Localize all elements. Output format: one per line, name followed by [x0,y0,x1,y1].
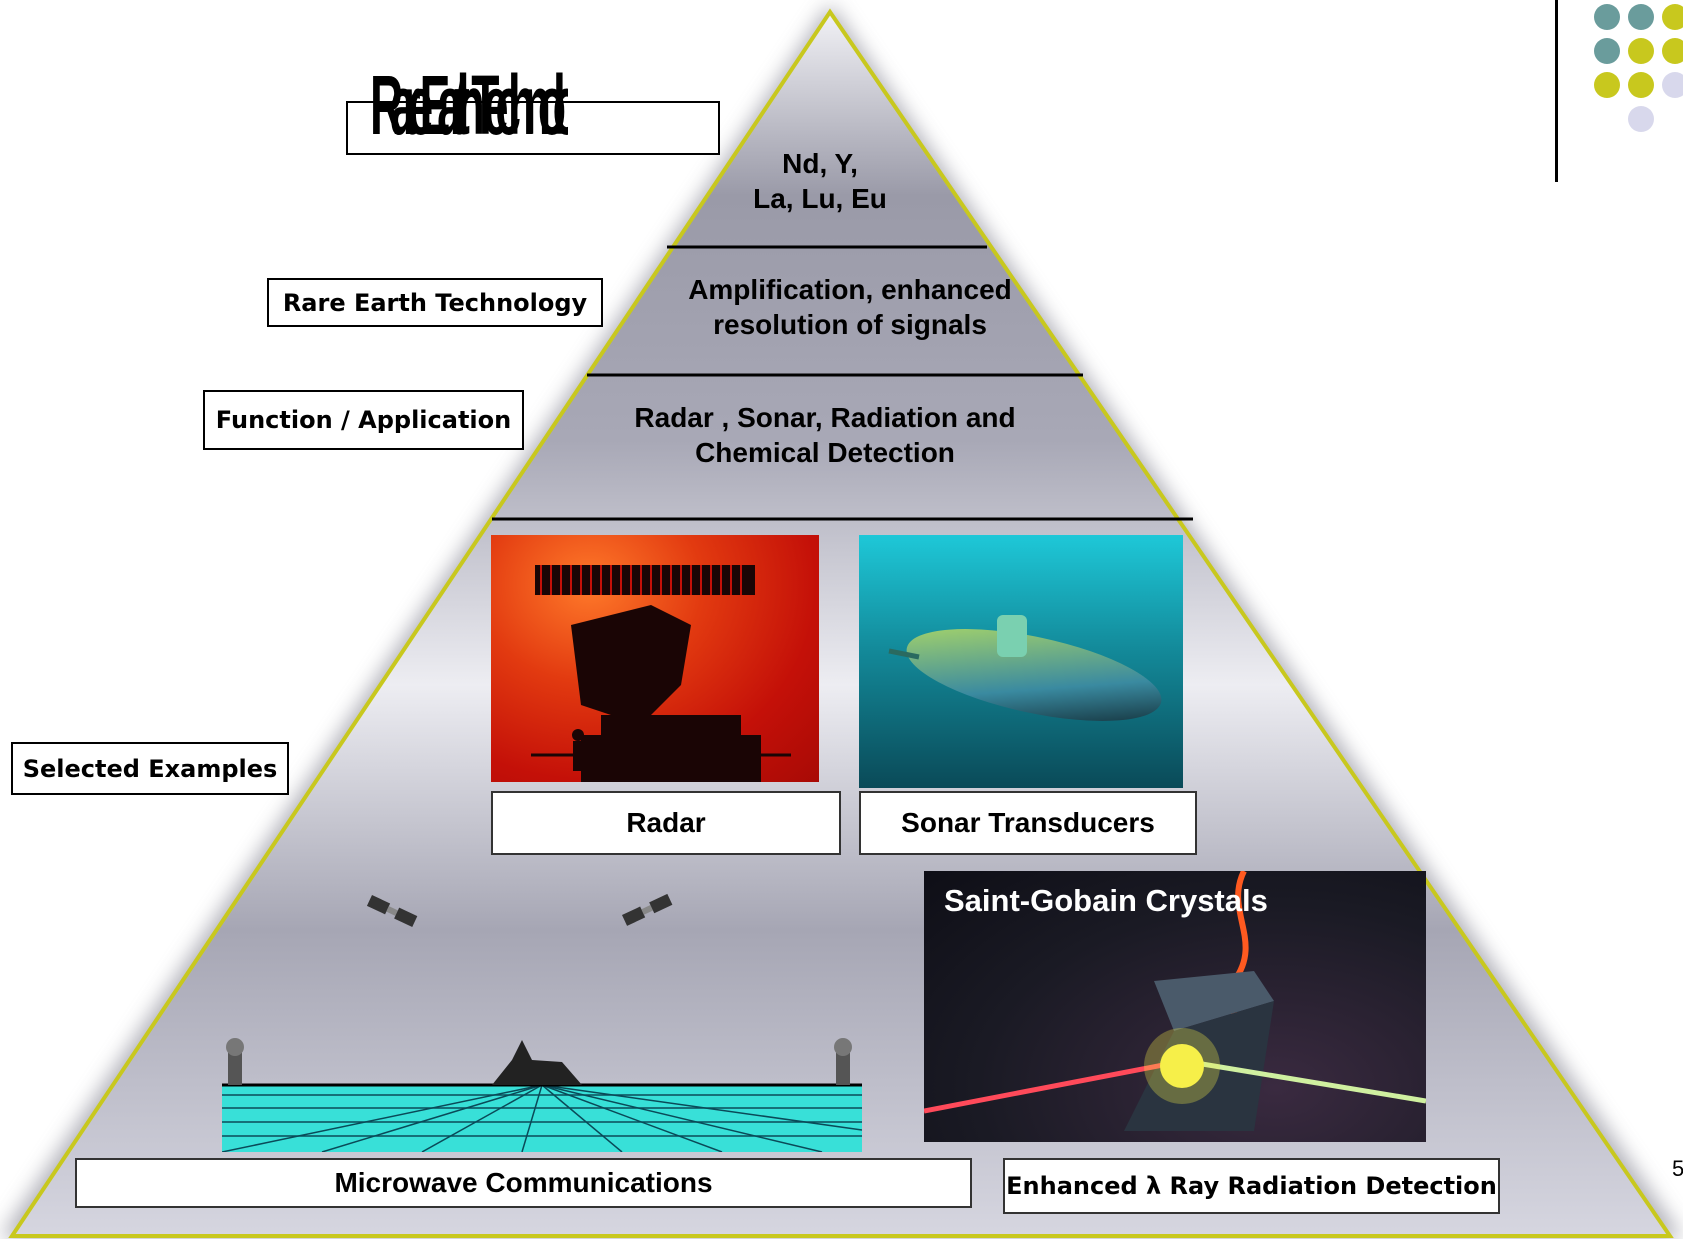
ship-icon [492,1040,582,1085]
selected-examples-label: Selected Examples [11,742,289,795]
sonar-image [859,535,1183,788]
dot-olive-1 [1662,4,1683,30]
radar-caption: Radar [491,791,841,855]
tier-1-text: Nd, Y, La, Lu, Eu [753,148,887,214]
function-application-label: Function / Application [203,390,524,450]
dot-teal-1 [1594,4,1620,30]
satellite-icon-1 [366,895,418,928]
satellite-icon-2 [622,893,673,926]
dot-lavender-2 [1628,106,1654,132]
crystal-icon [924,871,1426,1131]
dot-olive-5 [1628,72,1654,98]
submarine-icon [888,615,1162,721]
microwave-scene [222,893,862,1152]
microwave-image [222,870,862,1152]
dot-olive-4 [1594,72,1620,98]
vertical-divider [1555,0,1558,182]
rare-earth-technology-label: Rare Earth Technology [267,278,603,327]
crystals-image: Saint-Gobain Crystals [924,871,1426,1142]
page-number: 5 [1672,1156,1683,1181]
dot-teal-3 [1594,38,1620,64]
dot-teal-2 [1628,4,1654,30]
microwave-caption: Microwave Communications [75,1158,972,1208]
radiation-caption: Enhanced λ Ray Radiation Detection [1003,1158,1500,1214]
dot-olive-3 [1662,38,1683,64]
sonar-caption: Sonar Transducers [859,791,1197,855]
dot-lavender-1 [1662,72,1683,98]
antenna-right-icon [836,1050,850,1085]
tier-2-text: Amplification, enhanced resolution of si… [688,274,1012,340]
antenna-left-icon [228,1050,242,1085]
crystals-overlay-text: Saint-Gobain Crystals [944,883,1268,918]
dot-olive-2 [1628,38,1654,64]
radar-image [491,535,819,782]
radar-silhouette-icon [531,565,791,782]
tier-3-text: Radar , Sonar, Radiation and Chemical De… [634,402,1016,468]
overlapping-title: Rare Earth Technology [370,62,568,148]
title-underlay-box [346,101,720,155]
